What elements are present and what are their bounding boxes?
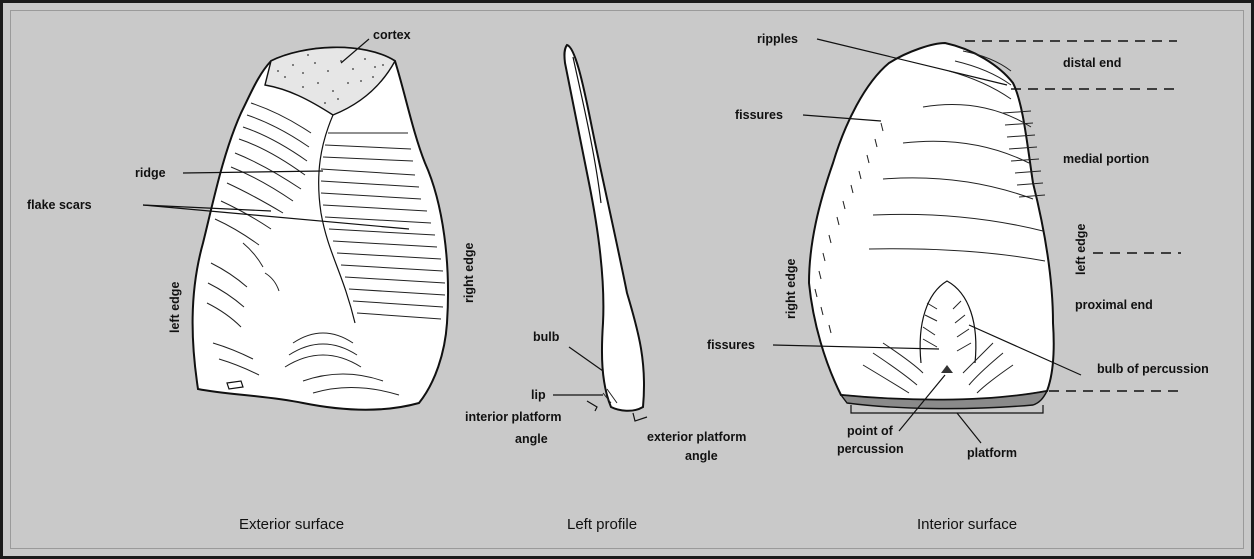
right-edge-exterior-label: right edge bbox=[462, 243, 476, 303]
flake-scars-label: flake scars bbox=[27, 198, 92, 212]
medial-portion-label: medial portion bbox=[1063, 152, 1149, 166]
exterior-platform-label-2: angle bbox=[685, 449, 718, 463]
distal-end-label: distal end bbox=[1063, 56, 1121, 70]
interior-platform-label-2: angle bbox=[515, 432, 548, 446]
interior-angle-bracket bbox=[587, 401, 597, 411]
flake-diagram: cortex ridge flake scars left edge right… bbox=[3, 3, 1251, 556]
caption-exterior: Exterior surface bbox=[239, 516, 344, 533]
left-edge-interior-label: left edge bbox=[1074, 224, 1088, 275]
interior-surface-drawing bbox=[809, 43, 1054, 409]
ripples-label: ripples bbox=[757, 32, 798, 46]
captions: Exterior surface Left profile Interior s… bbox=[239, 516, 1017, 533]
ridge-label: ridge bbox=[135, 166, 166, 180]
lip-label: lip bbox=[531, 388, 546, 402]
bulb-of-percussion-label: bulb of percussion bbox=[1097, 362, 1209, 376]
platform-label: platform bbox=[967, 446, 1017, 460]
exterior-surface-drawing bbox=[193, 47, 448, 409]
point-of-percussion-label-2: percussion bbox=[837, 442, 904, 456]
bulb-leader bbox=[569, 347, 603, 371]
profile-outline bbox=[564, 45, 644, 411]
interior-platform-label-1: interior platform bbox=[465, 410, 562, 424]
cortex-label: cortex bbox=[373, 28, 411, 42]
platform-leader bbox=[957, 413, 981, 443]
exterior-angle-bracket bbox=[633, 413, 647, 421]
fissures-top-label: fissures bbox=[735, 108, 783, 122]
proximal-end-label: proximal end bbox=[1075, 298, 1153, 312]
fissures-bottom-label: fissures bbox=[707, 338, 755, 352]
bulb-label: bulb bbox=[533, 330, 560, 344]
left-profile-drawing bbox=[564, 45, 644, 411]
caption-profile: Left profile bbox=[567, 516, 637, 533]
caption-interior: Interior surface bbox=[917, 516, 1017, 533]
point-of-percussion-label-1: point of bbox=[847, 424, 894, 438]
left-edge-exterior-label: left edge bbox=[168, 282, 182, 333]
right-edge-interior-label: right edge bbox=[784, 259, 798, 319]
exterior-platform-label-1: exterior platform bbox=[647, 430, 746, 444]
